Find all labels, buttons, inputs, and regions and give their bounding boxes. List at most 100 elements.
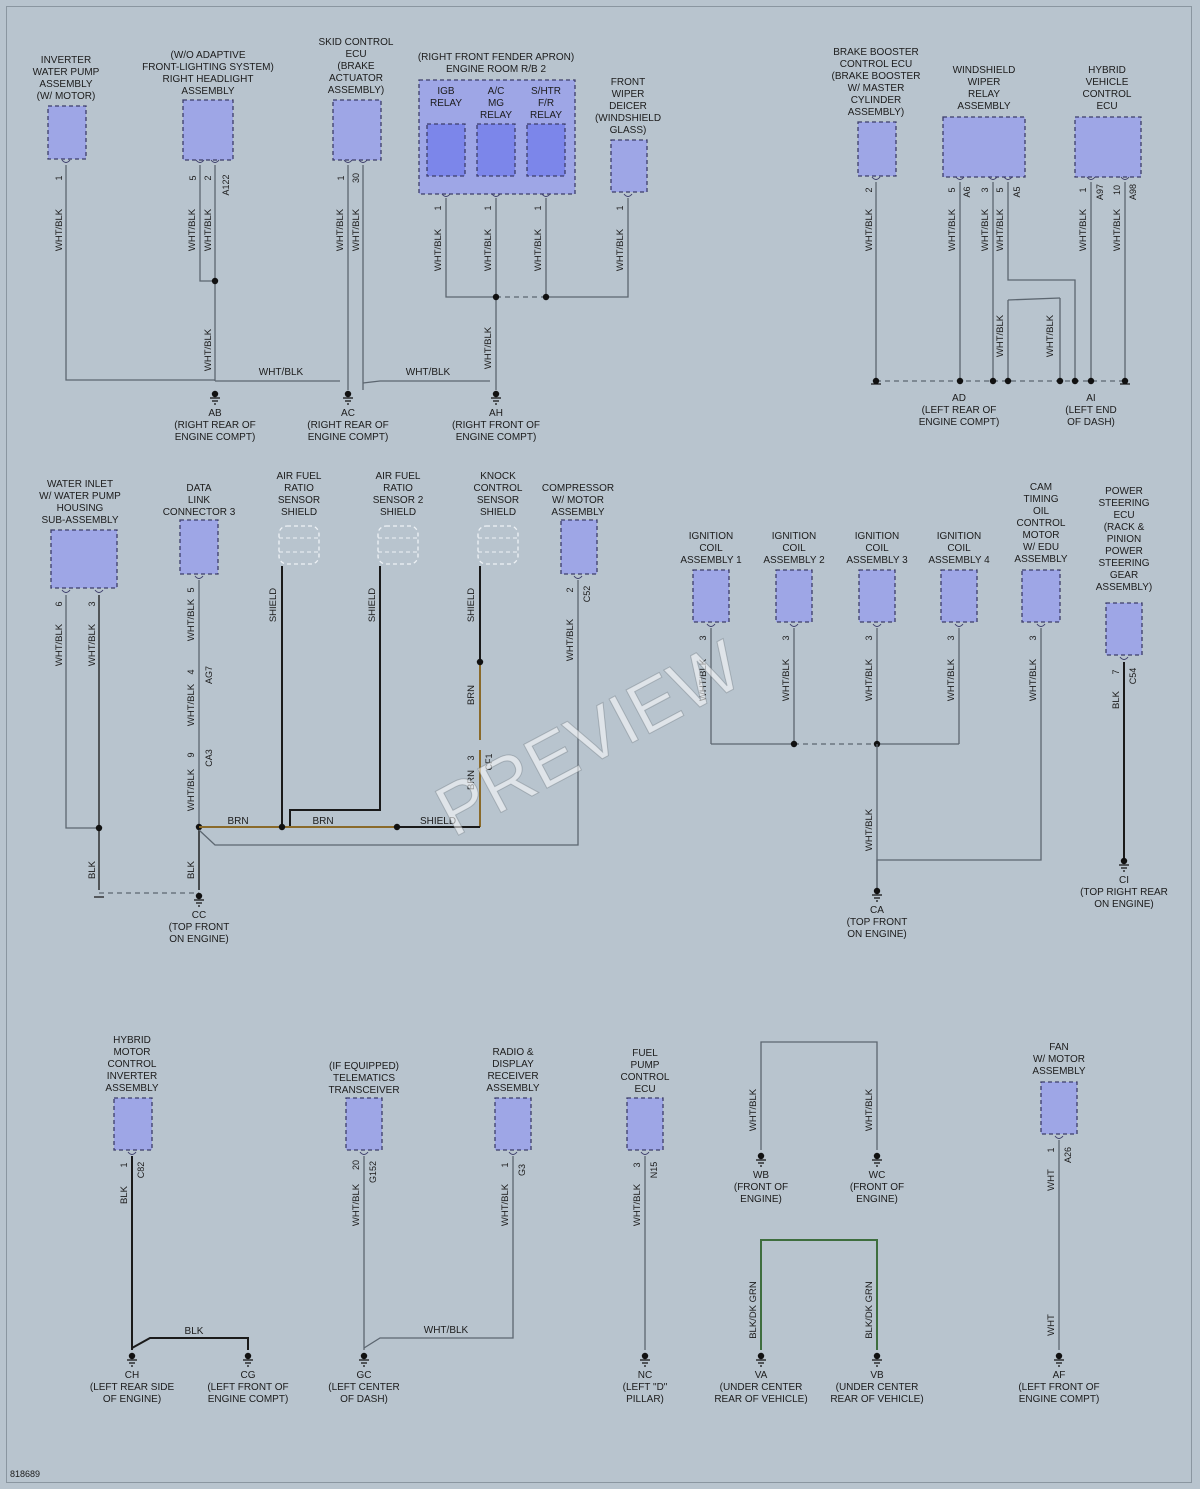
hybrid-motor-inverter-box xyxy=(113,1097,153,1151)
component-label: IGNITION xyxy=(937,531,981,542)
power-steering-ecu-box xyxy=(1105,602,1143,656)
wire-color-label: WHT/BLK xyxy=(500,1183,511,1226)
component-label: IGNITION xyxy=(772,531,816,542)
ground-label-AI: AI xyxy=(1086,393,1095,404)
wire-color-label: WHT/BLK xyxy=(406,367,451,378)
ground-symbol xyxy=(359,1359,369,1367)
ground-symbol xyxy=(127,1359,137,1367)
wire-color-label: BRN xyxy=(466,770,477,790)
splice-point xyxy=(1071,377,1079,385)
splice-point xyxy=(873,1352,881,1360)
wire xyxy=(363,1156,514,1349)
connector-arc xyxy=(1036,623,1046,627)
component-label: RELAY xyxy=(968,89,1000,100)
knock-shield-symbol xyxy=(477,525,519,565)
ground-label-CH: CH xyxy=(125,1370,139,1381)
ground-label-CH: OF ENGINE) xyxy=(103,1394,161,1405)
wire-color-label: BRN xyxy=(312,816,333,827)
af1-shield-band xyxy=(279,537,319,553)
splice-point xyxy=(476,658,484,666)
component-label: PINION xyxy=(1107,534,1141,545)
splice-point xyxy=(95,824,103,832)
telematics-box xyxy=(345,1097,383,1151)
component-label: FAN xyxy=(1049,1042,1068,1053)
pin-number: 9 xyxy=(186,752,196,757)
ground-symbol xyxy=(1119,864,1129,872)
component-label: SHIELD xyxy=(281,507,317,518)
wire-color-label: BLK/DK GRN xyxy=(864,1281,875,1339)
splice-point xyxy=(344,390,352,398)
connector-arc xyxy=(988,176,998,180)
af2-shield-band xyxy=(378,537,418,553)
connector-arc xyxy=(1054,1135,1064,1139)
ground-label-CI: (TOP RIGHT REAR xyxy=(1080,887,1168,898)
ground-label-CI: ON ENGINE) xyxy=(1094,899,1153,910)
connector-arc xyxy=(640,1151,650,1155)
component-label: TIMING xyxy=(1024,494,1059,505)
ignition-coil-3-box xyxy=(858,569,896,623)
relay-label: RELAY xyxy=(530,110,562,121)
component-label: CONNECTOR 3 xyxy=(163,507,236,518)
connector-arc xyxy=(789,623,799,627)
component-label: SKID CONTROL xyxy=(318,37,393,48)
pin-number: 3 xyxy=(1028,635,1038,640)
wire xyxy=(760,1041,878,1150)
connector-id: G152 xyxy=(368,1161,378,1183)
splice-point xyxy=(278,823,286,831)
component-label: ECU xyxy=(634,1084,655,1095)
wire xyxy=(199,165,215,282)
relay-label: MG xyxy=(488,98,504,109)
connector-id: C52 xyxy=(582,586,592,603)
pin-number: 6 xyxy=(54,601,64,606)
ground-label-AH: AH xyxy=(489,408,503,419)
wire-color-label: WHT/BLK xyxy=(947,208,958,251)
pin-number: 3 xyxy=(632,1162,642,1167)
connector-arc xyxy=(871,176,881,180)
component-label: POWER xyxy=(1105,486,1143,497)
component-label: SENSOR xyxy=(477,495,519,506)
pin-number: 1 xyxy=(54,175,64,180)
ground-label-CA: (TOP FRONT xyxy=(847,917,908,928)
connector-arc xyxy=(872,623,882,627)
wire-color-label: BRN xyxy=(466,685,477,705)
component-label: ASSEMBLY xyxy=(105,1083,158,1094)
connector-id: C82 xyxy=(136,1162,146,1179)
ground-label-CH: (LEFT REAR SIDE xyxy=(90,1382,175,1393)
ignition-coil-2-box xyxy=(775,569,813,623)
ground-label-AD: (LEFT REAR OF xyxy=(922,405,997,416)
wire-color-label: WHT/BLK xyxy=(946,658,957,701)
pin-number: 1 xyxy=(500,1162,510,1167)
wire-color-label: WHT/BLK xyxy=(632,1183,643,1226)
component-label: CONTROL xyxy=(1017,518,1066,529)
wire-color-label: WHT/BLK xyxy=(980,208,991,251)
wire-color-label: WHT/BLK xyxy=(995,314,1006,357)
pin-number: 2 xyxy=(565,587,575,592)
af1-shield-symbol xyxy=(278,525,320,565)
component-label: ASSEMBLY 3 xyxy=(846,555,908,566)
component-label: PUMP xyxy=(631,1060,660,1071)
connector-arc xyxy=(61,589,71,593)
component-label: VEHICLE xyxy=(1086,77,1129,88)
connector-arc xyxy=(94,589,104,593)
component-label: (WINDSHIELD xyxy=(595,113,661,124)
wire-color-label: WHT/BLK xyxy=(1045,314,1056,357)
connector-arc xyxy=(491,193,501,197)
component-label: W/ MOTOR xyxy=(1033,1054,1085,1065)
cam-timing-motor-box xyxy=(1021,569,1061,623)
relay-label: RELAY xyxy=(480,110,512,121)
ground-symbol xyxy=(491,397,501,405)
ground-label-CI: CI xyxy=(1119,875,1129,886)
component-label: LINK xyxy=(188,495,211,506)
ground-label-CG: ENGINE COMPT) xyxy=(208,1394,289,1405)
connector-arc xyxy=(343,159,353,163)
component-label: AIR FUEL xyxy=(276,471,321,482)
component-label: W/ MOTOR xyxy=(552,495,604,506)
wire xyxy=(362,380,490,384)
connector-id: A26 xyxy=(1063,1147,1073,1163)
ground-label-CG: (LEFT FRONT OF xyxy=(207,1382,288,1393)
ground-label-VA: REAR OF VEHICLE) xyxy=(714,1394,807,1405)
wire-color-label: WHT/BLK xyxy=(483,228,494,271)
wire-color-label: BLK xyxy=(119,1185,130,1204)
splice-point xyxy=(1120,857,1128,865)
